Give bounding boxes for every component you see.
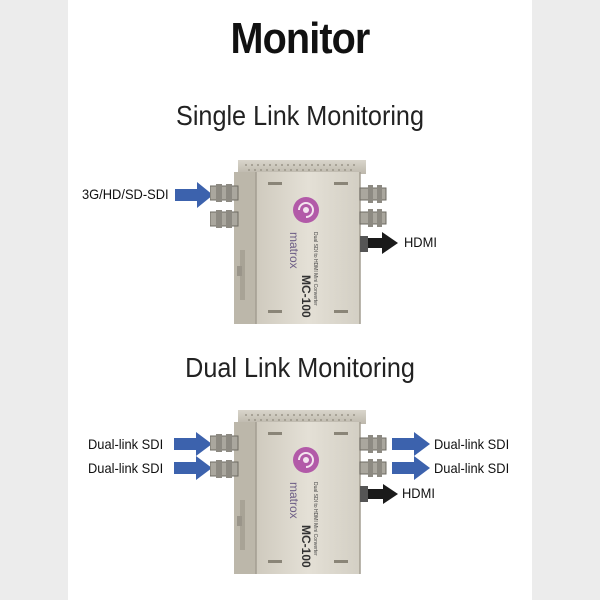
dual-sdi-input-arrow-icon-1 [174,432,212,456]
svg-text:Dual SDI to HDMI Mini Converte: Dual SDI to HDMI Mini Converter [312,482,318,556]
converter-device-dual: matrox MC-100 Dual SDI to HDMI Mini Conv… [210,410,387,574]
single-hdmi-output-label: HDMI [404,234,437,250]
dual-sdi-input-label-2: Dual-link SDI [88,460,164,476]
svg-text:Dual SDI to HDMI Mini Converte: Dual SDI to HDMI Mini Converter [312,232,318,306]
single-link-heading: Single Link Monitoring [176,100,424,131]
svg-text:matrox: matrox [287,482,301,519]
svg-text:MC-100: MC-100 [299,525,313,568]
dual-hdmi-output-label: HDMI [402,485,435,501]
svg-text:MC-100: MC-100 [299,275,313,318]
single-sdi-input-arrow-icon [175,182,213,208]
converter-device-single: matrox MC-100 Dual SDI to HDMI Mini Conv… [210,160,387,324]
single-sdi-input-label: 3G/HD/SD-SDI [82,186,169,202]
dual-sdi-output-arrow-icon-2 [392,456,430,480]
svg-text:matrox: matrox [287,232,301,269]
dual-sdi-output-arrow-icon-1 [392,432,430,456]
page-title: Monitor [230,14,371,63]
dual-hdmi-output-arrow-icon [362,484,398,504]
dual-sdi-output-label-2: Dual-link SDI [434,460,510,476]
dual-sdi-input-arrow-icon-2 [174,456,212,480]
dual-sdi-input-label-1: Dual-link SDI [88,436,164,452]
single-hdmi-output-arrow-icon [360,232,398,254]
dual-link-heading: Dual Link Monitoring [185,352,415,383]
dual-sdi-output-label-1: Dual-link SDI [434,436,510,452]
